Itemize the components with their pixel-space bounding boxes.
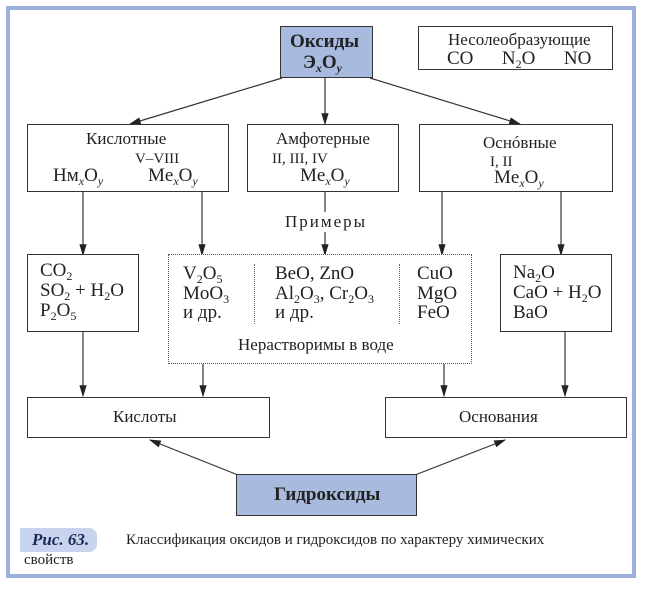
middle-c3-line3: FeO [417,302,450,323]
bases-box [385,397,627,438]
separator-1 [254,264,255,324]
acidic-box [27,124,229,192]
base-example-1: Na2O [513,262,555,285]
acidic-title: Кислотные [86,129,167,148]
arrow-hydrox-bases [414,439,507,476]
basic-valence: I, II [490,154,513,170]
acidic-formula-nonmetal: НмxOy [53,165,104,188]
acid-examples-box [27,254,139,332]
middle-c2-line3: и др. [275,302,314,323]
figure-number-badge: Рис. 63. [20,528,98,552]
middle-c1-line1: V2O5 [183,263,223,286]
hydroxides-label: Гидроксиды [274,484,381,505]
examples-label: Примеры [283,212,370,232]
basic-box [419,124,613,192]
basic-title: Оснóвные [483,133,557,152]
middle-c1-line3: и др. [183,302,222,323]
acidic-valence: V–VIII [135,151,180,167]
middle-c2-line1: BeO, ZnO [275,263,355,284]
oxides-formula: ЭxOy [303,52,342,75]
basic-formula: MexOy [494,167,544,190]
amphoteric-valence: II, III, IV [272,151,328,167]
middle-c3-line2: MgO [417,283,458,304]
amphoteric-formula: MexOy [300,165,350,188]
middle-c2-line2: Al2O3, Cr2O3 [275,283,374,306]
acid-example-2: SO2 + H2O [40,280,124,303]
acidic-formula-metal: MexOy [148,165,198,188]
acids-label: Кислоты [113,407,177,426]
bases-label: Основания [459,407,538,426]
oxides-title: Оксиды [290,31,360,52]
acids-box [27,397,270,438]
non-salt-forming-examples: CO N2O NO [447,48,592,71]
middle-c3-line1: CuO [417,263,453,284]
base-examples-box [500,254,612,332]
base-example-3: BaO [513,302,548,323]
figure-frame [6,6,636,578]
insoluble-examples-box [168,254,472,364]
oxides-box [280,26,373,78]
caption-text: Классификация оксидов и гидроксидов по х… [126,532,545,548]
arrow-oxides-acidic [128,77,283,125]
non-salt-forming-title: Несолеобразующие [448,30,591,49]
caption-text-continued: свойств [24,552,74,568]
insoluble-label: Нерастворимы в воде [238,335,394,354]
amphoteric-title: Амфотерные [276,129,370,148]
arrow-hydrox-acids [148,439,239,476]
acid-example-1: CO2 [40,260,73,283]
acid-example-3: P2O5 [40,300,77,323]
amphoteric-box [247,124,399,192]
middle-c1-line2: MoO3 [183,283,230,306]
arrow-oxides-basic [369,77,522,125]
hydroxides-box [236,474,417,516]
separator-2 [399,264,400,324]
non-salt-forming-box [418,26,613,70]
base-example-2: CaO + H2O [513,282,602,305]
